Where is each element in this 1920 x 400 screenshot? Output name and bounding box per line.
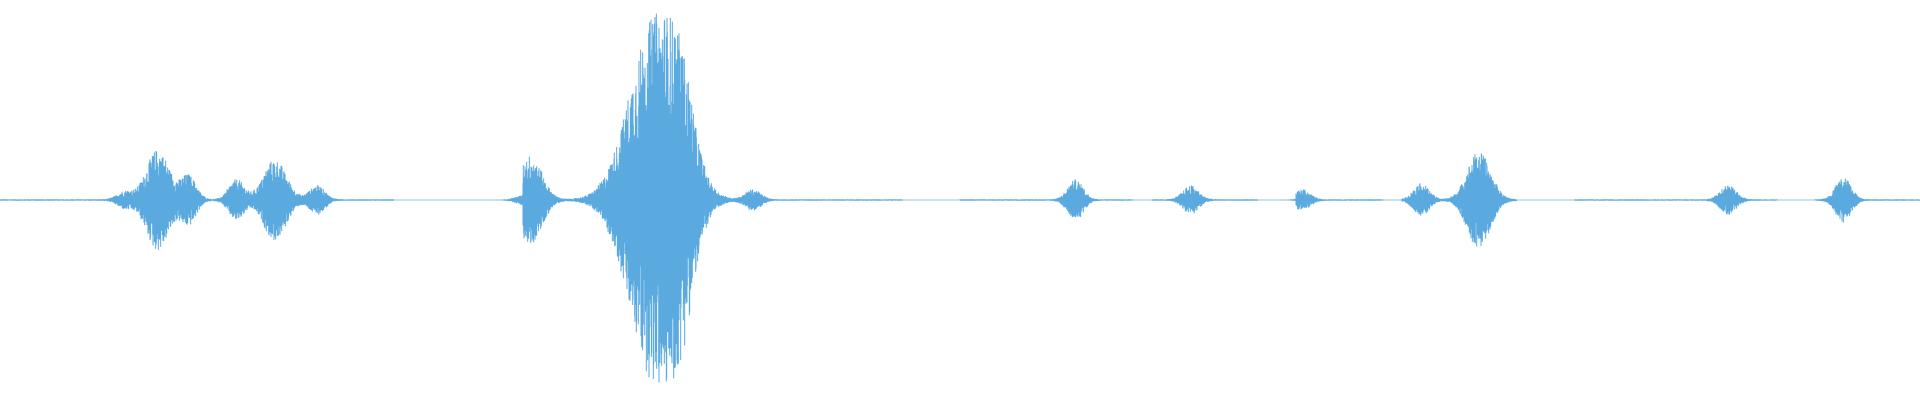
waveform-path [0,13,1920,383]
